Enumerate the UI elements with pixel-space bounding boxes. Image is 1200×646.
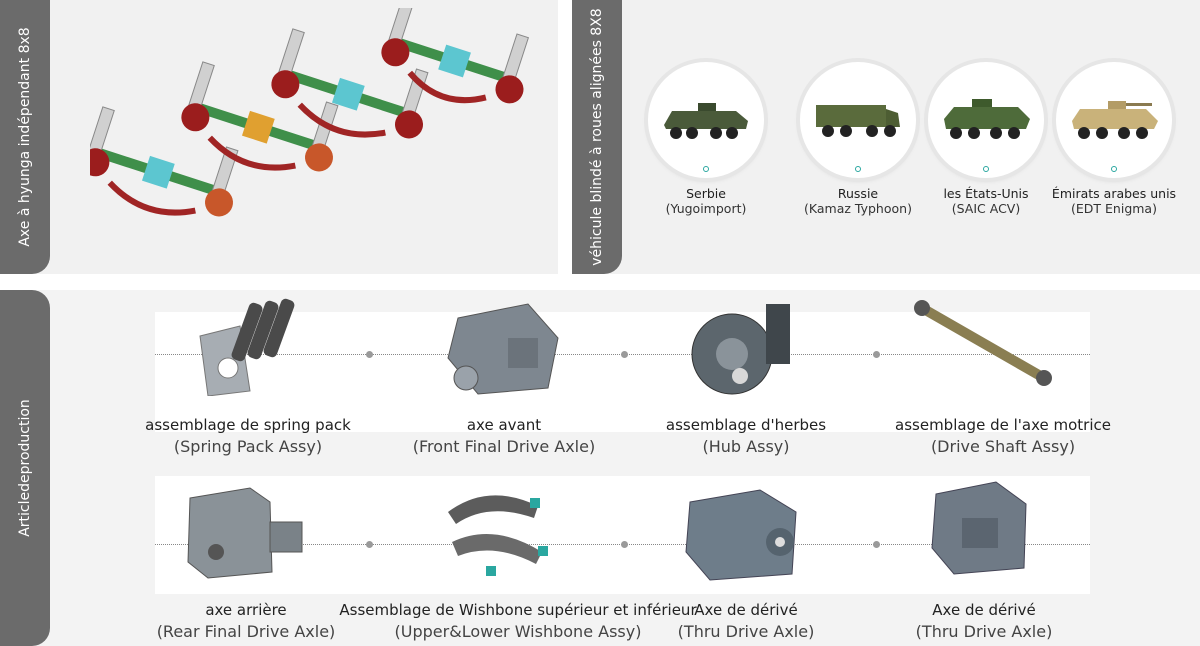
product-item[interactable]: axe arrière (Rear Final Drive Axle)	[136, 601, 356, 641]
armored-truck-icon	[816, 105, 900, 137]
product-item[interactable]: assemblage d'herbes (Hub Assy)	[636, 416, 856, 456]
axle-unit-1	[90, 106, 239, 217]
vehicle-image-circle	[1056, 62, 1172, 178]
connector-dot	[621, 541, 628, 548]
product-name-fr: Axe de dérivé	[932, 601, 1036, 619]
product-name-fr: Axe de dérivé	[694, 601, 798, 619]
vehicle-indicator-dot	[1111, 166, 1117, 172]
axle-unit-2	[181, 61, 339, 172]
vehicle-indicator-dot	[983, 166, 989, 172]
armored-vehicle-icon	[664, 103, 748, 139]
product-name-en: (Spring Pack Assy)	[173, 437, 323, 456]
vehicle-country: les États-Unis	[943, 186, 1029, 201]
vehicle-card[interactable]: Émirats arabes unis (EDT Enigma)	[1034, 62, 1194, 216]
vehicle-card[interactable]: Russie (Kamaz Typhoon)	[778, 62, 938, 216]
vehicles-panel: véhicule blindé à roues alignées 8X8 Ser…	[572, 0, 1200, 274]
vehicle-indicator-dot	[855, 166, 861, 172]
desert-vehicle-icon	[1072, 101, 1158, 139]
spring-pack-icon	[199, 298, 295, 396]
product-item[interactable]: Axe de dérivé (Thru Drive Axle)	[666, 601, 826, 641]
product-name-en: (Hub Assy)	[702, 437, 790, 456]
product-name-en: (Thru Drive Axle)	[677, 622, 815, 641]
products-panel-tab: Articledeproduction	[0, 290, 50, 646]
product-name-fr: assemblage de l'axe motrice	[895, 416, 1111, 434]
vehicle-card[interactable]: les États-Unis (SAIC ACV)	[906, 62, 1066, 216]
vehicles-panel-label: véhicule blindé à roues alignées 8X8	[589, 8, 605, 266]
axle-unit-4	[381, 8, 530, 104]
connector-dot	[873, 541, 880, 548]
product-name-en: (Rear Final Drive Axle)	[156, 622, 336, 641]
vehicles-panel-tab: véhicule blindé à roues alignées 8X8	[572, 0, 622, 274]
vehicle-model: (Kamaz Typhoon)	[804, 201, 912, 216]
product-name-en: (Thru Drive Axle)	[915, 622, 1053, 641]
products-panel-label: Articledeproduction	[17, 399, 33, 537]
vehicle-image-circle	[800, 62, 916, 178]
independent-axle-illustration	[90, 8, 530, 217]
thru-drive-axle-icon	[685, 489, 797, 581]
product-row-1-background	[155, 312, 1090, 432]
product-name-fr: assemblage d'herbes	[665, 416, 827, 434]
connector-dot	[366, 351, 373, 358]
vehicle-image-circle	[648, 62, 764, 178]
front-axle-icon	[447, 303, 559, 395]
vehicle-model: (EDT Enigma)	[1071, 201, 1157, 216]
vehicle-model: (SAIC ACV)	[951, 201, 1021, 216]
vehicle-country: Serbie	[686, 186, 726, 201]
vehicle-country: Émirats arabes unis	[1051, 186, 1177, 201]
connector-dot	[366, 541, 373, 548]
product-name-en: (Front Final Drive Axle)	[412, 437, 596, 456]
vehicle-indicator-dot	[703, 166, 709, 172]
product-name-fr: axe arrière	[205, 601, 287, 619]
hub-assembly-icon	[691, 304, 790, 395]
wishbone-icon	[448, 495, 548, 576]
vehicle-country: Russie	[837, 186, 879, 201]
axle-panel-tab: Axe à hyunga indépendant 8x8	[0, 0, 50, 274]
product-name-en: (Drive Shaft Assy)	[930, 437, 1076, 456]
connector-dot	[621, 351, 628, 358]
axle-panel: Axe à hyunga indépendant 8x8	[0, 0, 558, 274]
product-name-en: (Upper&Lower Wishbone Assy)	[394, 622, 642, 641]
product-name-fr: axe avant	[466, 416, 542, 434]
drive-shaft-icon	[914, 300, 1052, 386]
product-item[interactable]: assemblage de l'axe motrice (Drive Shaft…	[888, 416, 1118, 456]
axle-panel-label: Axe à hyunga indépendant 8x8	[17, 27, 33, 247]
vehicle-model: (Yugoimport)	[665, 201, 747, 216]
amphibious-vehicle-icon	[944, 99, 1030, 139]
product-item[interactable]: Axe de dérivé (Thru Drive Axle)	[904, 601, 1064, 641]
product-item[interactable]: axe avant (Front Final Drive Axle)	[394, 416, 614, 456]
vehicle-image-circle	[928, 62, 1044, 178]
products-panel: Articledeproduction assemblage de sp	[0, 290, 1200, 646]
connector-dot	[873, 351, 880, 358]
product-name-fr: Assemblage de Wishbone supérieur et infé…	[339, 601, 697, 619]
rear-axle-icon	[187, 487, 303, 579]
product-item[interactable]: Assemblage de Wishbone supérieur et infé…	[336, 601, 700, 641]
thru-drive-axle-icon	[931, 481, 1027, 575]
vehicle-card[interactable]: Serbie (Yugoimport)	[626, 62, 786, 216]
product-name-fr: assemblage de spring pack	[145, 416, 351, 434]
product-item[interactable]: assemblage de spring pack (Spring Pack A…	[138, 416, 358, 456]
